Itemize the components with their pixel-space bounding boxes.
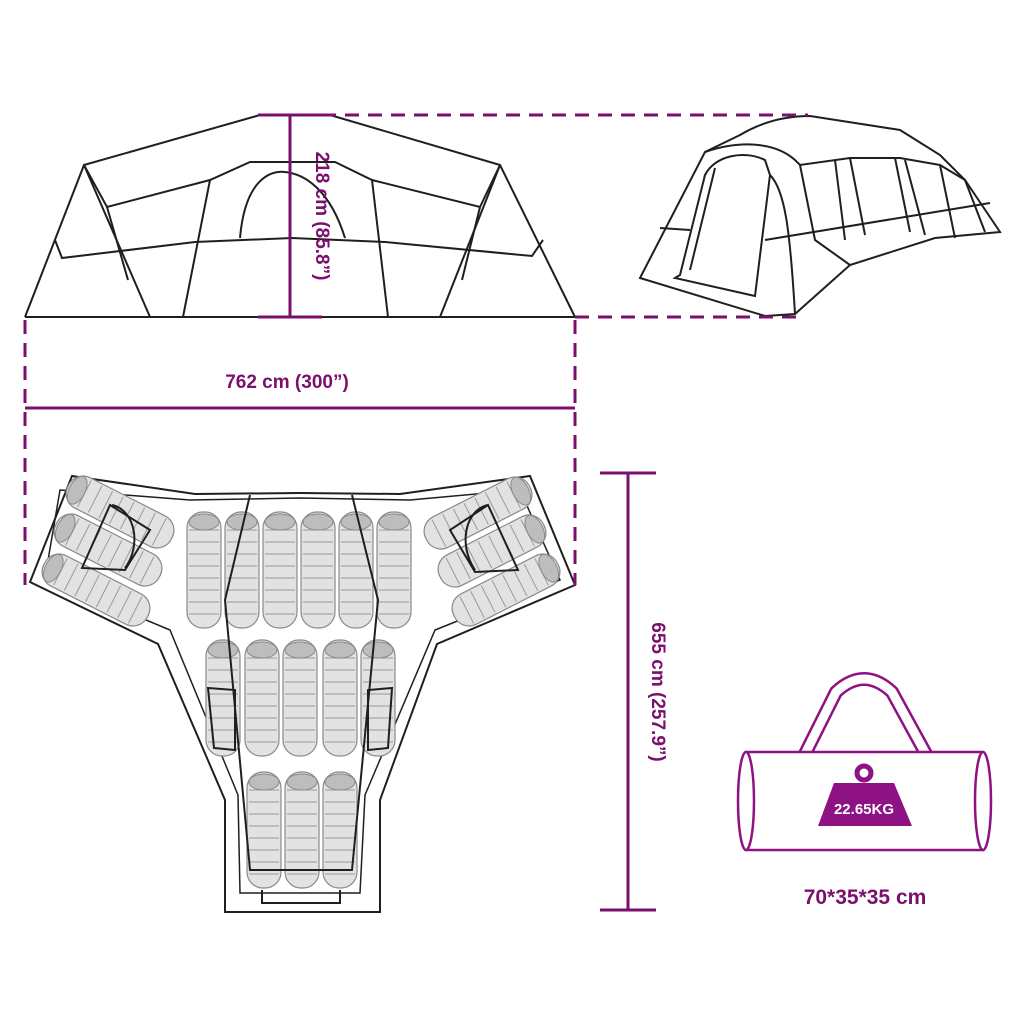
- weight-label: 22.65KG: [834, 801, 894, 818]
- sleeping-bag: [186, 511, 222, 629]
- package-size-label: 70*35*35 cm: [804, 886, 927, 909]
- sleeping-bag: [360, 639, 396, 757]
- sleeping-bag: [300, 511, 336, 629]
- sleeping-bag: [338, 511, 374, 629]
- sleeping-bag: [244, 639, 280, 757]
- tent-side-view: [638, 114, 1002, 318]
- sleeping-bag: [322, 639, 358, 757]
- tent-front-view: [24, 114, 576, 318]
- weight-icon: [818, 763, 912, 826]
- width-label: 762 cm (300”): [225, 372, 349, 393]
- sleeping-bag: [376, 511, 412, 629]
- height-label: 218 cm (85.8”): [311, 152, 332, 281]
- sleeping-bag: [262, 511, 298, 629]
- tent-floor-plan: [28, 469, 577, 913]
- dimension-lines: [23, 113, 808, 912]
- sleeping-bag: [282, 639, 318, 757]
- carry-bag-icon: [736, 672, 993, 852]
- depth-label: 655 cm (257.9”): [647, 622, 668, 761]
